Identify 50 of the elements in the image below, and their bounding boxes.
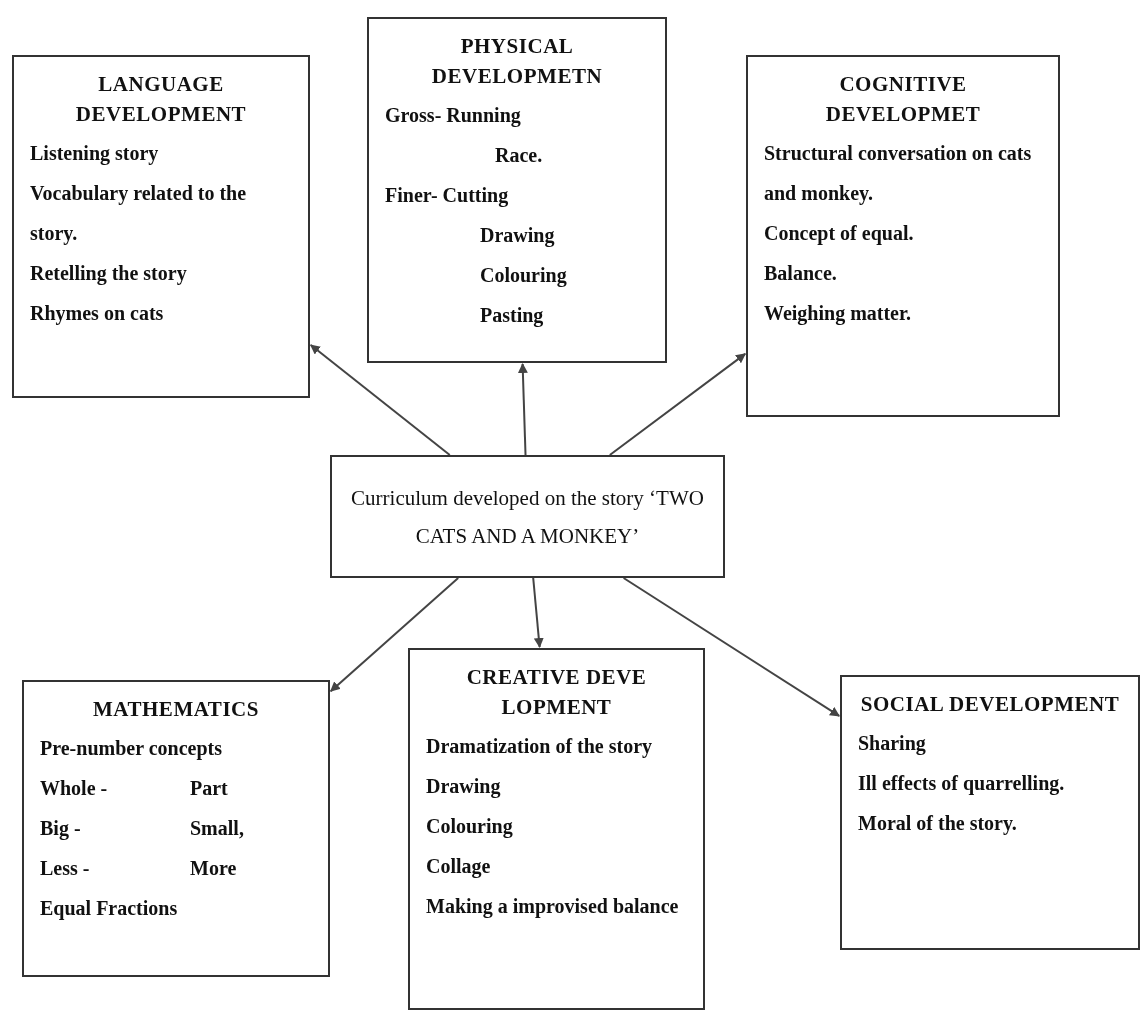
list-item: Structural conversation on cats and monkey. <box>764 141 1033 207</box>
topic-box <box>330 455 725 578</box>
list-item: Big - <box>40 816 82 842</box>
box-heading: SOCIAL DEVELOPMENT <box>859 691 1121 718</box>
arrow <box>608 352 747 456</box>
domain-box <box>746 55 1060 417</box>
arrow <box>329 577 460 693</box>
arrow <box>622 577 841 717</box>
list-item: Pre-number concepts <box>40 736 223 762</box>
list-item: Weighing matter. <box>764 301 913 327</box>
arrow <box>517 363 528 456</box>
list-item: Gross- Running <box>385 103 522 129</box>
box-heading: COGNITIVE DEVELOPMET <box>824 71 982 128</box>
list-item: Small, <box>190 816 245 841</box>
list-item: Rhymes on cats <box>30 301 165 327</box>
list-item: Retelling the story <box>30 261 188 287</box>
list-item: Moral of the story. <box>858 811 1018 837</box>
domain-box <box>367 17 667 363</box>
list-item: Drawing <box>479 223 556 249</box>
list-item: Ill effects of quarrelling. <box>858 771 1066 797</box>
list-item: Whole - <box>40 776 109 801</box>
list-item: Sharing <box>858 731 927 757</box>
topic-text: Curriculum developed on the story ‘TWO CATS AND A MONKEY’ <box>350 484 705 550</box>
list-item: Making a improvised balance <box>426 894 680 920</box>
list-item: Part <box>190 776 229 801</box>
arrow <box>309 344 451 456</box>
list-item: Colouring <box>479 263 568 289</box>
box-heading: LANGUAGE DEVELOPMENT <box>74 71 248 128</box>
list-item: Collage <box>426 854 492 880</box>
list-item: Pasting <box>479 303 545 329</box>
arrow <box>532 577 544 648</box>
list-item: Race. <box>494 143 544 168</box>
list-item: More <box>190 856 238 881</box>
list-item: Equal Fractions <box>40 896 179 922</box>
domain-box <box>12 55 310 398</box>
list-item: Balance. <box>764 261 838 286</box>
box-heading: MATHEMATICS <box>92 696 260 723</box>
box-heading: PHYSICAL DEVELOPMETN <box>430 33 604 90</box>
list-item: Finer- Cutting <box>385 183 510 209</box>
domain-box <box>408 648 705 1010</box>
list-item: Dramatization of the story <box>426 734 654 760</box>
box-heading: CREATIVE DEVE LOPMENT <box>465 664 648 721</box>
domain-box <box>22 680 330 977</box>
domain-box <box>840 675 1140 950</box>
list-item: Drawing <box>426 774 502 800</box>
list-item: Vocabulary related to the story. <box>30 181 248 247</box>
list-item: Less - <box>40 856 91 881</box>
list-item: Colouring <box>426 814 514 840</box>
list-item: Listening story <box>30 141 160 167</box>
list-item: Concept of equal. <box>764 221 915 247</box>
